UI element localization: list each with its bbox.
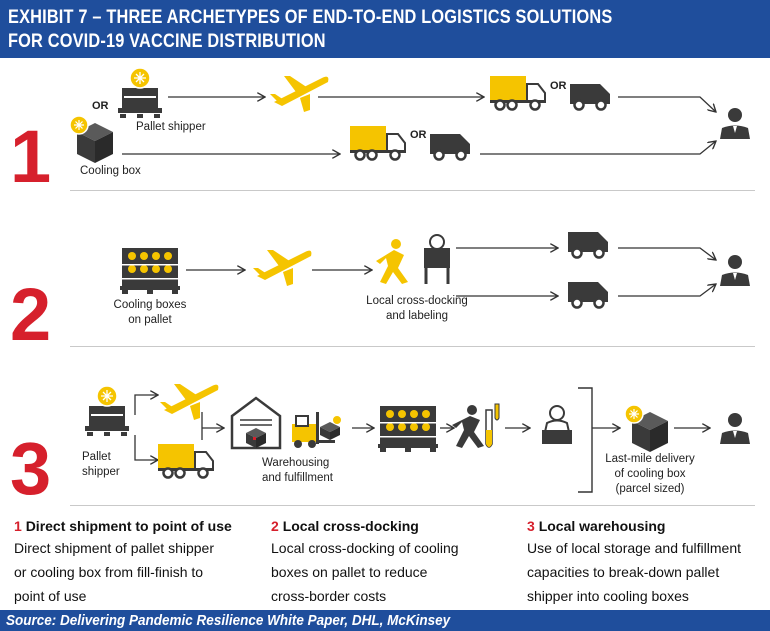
worker-carrying-icon bbox=[376, 234, 450, 284]
or-label: OR bbox=[92, 100, 109, 112]
row-divider bbox=[70, 505, 755, 506]
source-text: Source: Delivering Pandemic Resilience W… bbox=[6, 612, 451, 629]
box-handler-icon bbox=[542, 405, 572, 444]
pallet-boxes-icon bbox=[378, 406, 438, 452]
pallet-shipper-icon bbox=[84, 385, 130, 437]
title-line-2: FOR COVID-19 VACCINE DISTRIBUTION bbox=[8, 31, 326, 52]
or-label: OR bbox=[550, 80, 567, 92]
row-divider bbox=[70, 346, 755, 347]
pallet-shipper-icon bbox=[117, 67, 163, 119]
truck-icon bbox=[156, 442, 215, 479]
truck-icon bbox=[488, 74, 547, 111]
cooling-boxes-label: Cooling boxes on pallet bbox=[113, 299, 187, 326]
or-label: OR bbox=[410, 129, 427, 141]
cross-docking-label: Local cross-docking and labeling bbox=[366, 295, 468, 322]
cooling-box-label: Cooling box bbox=[80, 165, 141, 177]
person-icon bbox=[720, 108, 750, 139]
truck-icon bbox=[348, 124, 407, 161]
van-icon bbox=[566, 230, 610, 259]
row-divider bbox=[70, 190, 755, 191]
airplane-icon bbox=[160, 384, 219, 420]
van-icon bbox=[566, 280, 610, 309]
description-local-warehousing: 3 Local warehousing Use of local storage… bbox=[527, 518, 741, 604]
warehousing-label: Warehousing and fulfillment bbox=[262, 457, 333, 484]
archetype-number-2: 2 bbox=[10, 273, 52, 356]
forklift-icon bbox=[292, 412, 342, 448]
title-line-1: EXHIBIT 7 – THREE ARCHETYPES OF END-TO-E… bbox=[8, 7, 613, 28]
person-icon bbox=[720, 255, 750, 286]
cooling-box-icon bbox=[69, 115, 114, 164]
airplane-icon bbox=[253, 250, 312, 286]
van-icon bbox=[568, 82, 612, 111]
description-cross-docking: 2 Local cross-docking Local cross-dockin… bbox=[271, 518, 459, 604]
description-direct-shipment: 1 Direct shipment to point of use Direct… bbox=[14, 518, 232, 604]
scientist-icon bbox=[452, 403, 500, 448]
pallet-shipper-label: Pallet shipper bbox=[82, 451, 120, 478]
footer: Source: Delivering Pandemic Resilience W… bbox=[0, 610, 770, 631]
last-mile-label: Last-mile delivery of cooling box (parce… bbox=[605, 453, 695, 495]
archetype-number-3: 3 bbox=[10, 427, 52, 510]
pallet-shipper-label: Pallet shipper bbox=[136, 121, 206, 133]
cooling-box-icon bbox=[624, 404, 669, 453]
archetype-number-1: 1 bbox=[10, 115, 52, 198]
header: EXHIBIT 7 – THREE ARCHETYPES OF END-TO-E… bbox=[0, 0, 770, 58]
van-icon bbox=[428, 132, 472, 161]
person-icon bbox=[720, 413, 750, 444]
warehouse-icon bbox=[230, 396, 282, 450]
airplane-icon bbox=[270, 76, 329, 112]
pallet-boxes-icon bbox=[120, 248, 180, 294]
